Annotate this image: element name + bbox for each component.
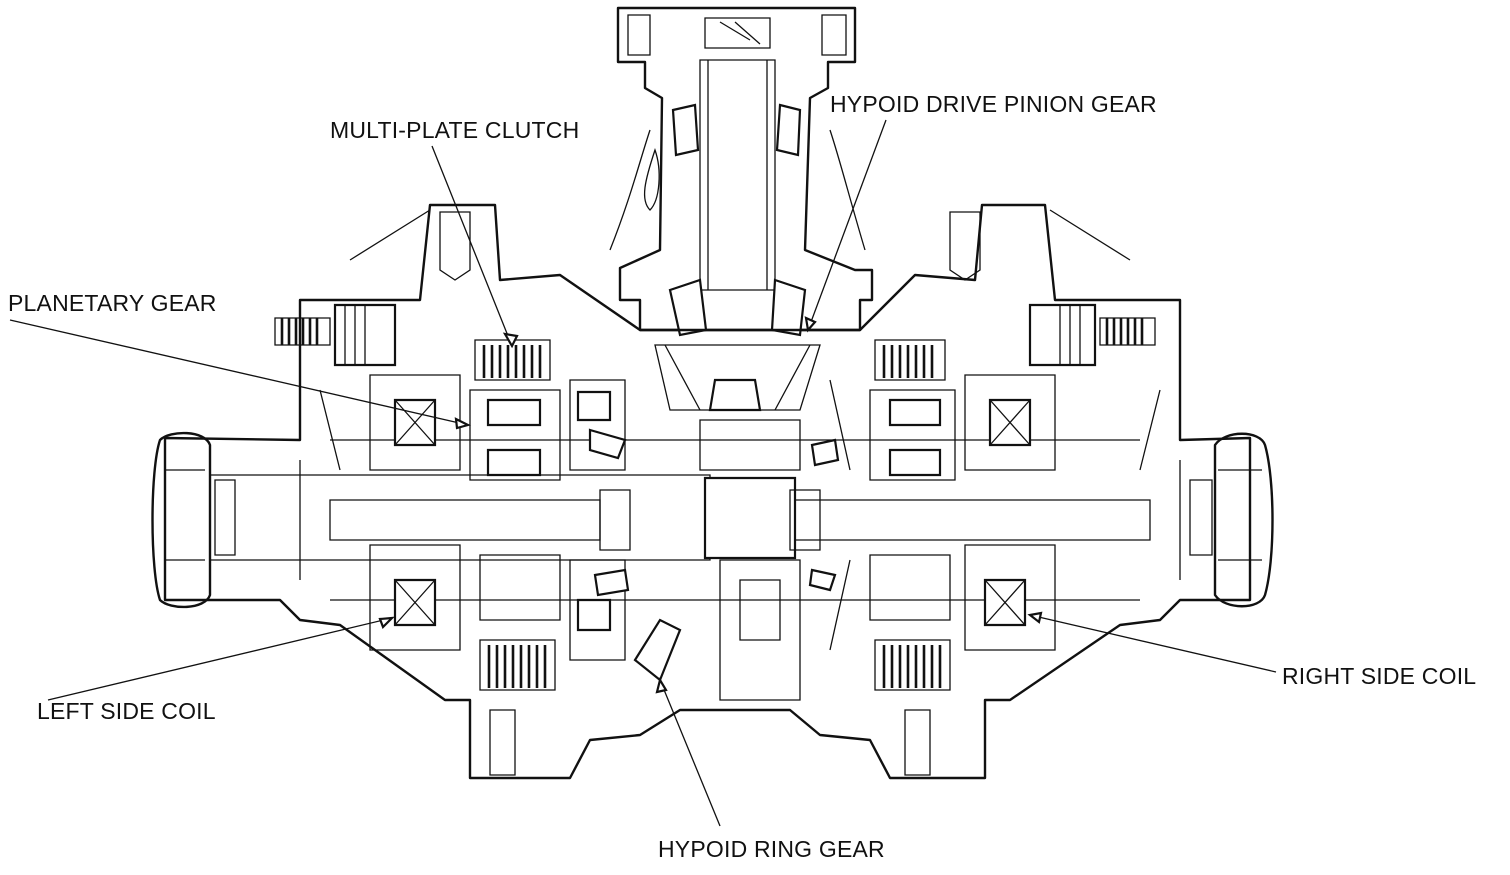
main-housing [163, 203, 1252, 780]
leader-multi-plate-clutch [431, 145, 513, 347]
clutch-packs [474, 339, 951, 691]
leader-left-side-coil [47, 617, 393, 701]
label-hypoid-ring-gear: HYPOID RING GEAR [658, 836, 885, 862]
leader-planetary-gear [9, 319, 469, 426]
label-multi-plate-clutch: MULTI-PLATE CLUTCH [330, 117, 580, 143]
label-planetary-gear: PLANETARY GEAR [8, 290, 217, 316]
label-right-side-coil: RIGHT SIDE COIL [1282, 663, 1477, 689]
ring-gear-area [569, 344, 851, 701]
label-left-side-coil: LEFT SIDE COIL [37, 698, 216, 724]
electrical-connectors [274, 303, 1156, 367]
label-hypoid-drive-pinion-gear: HYPOID DRIVE PINION GEAR [830, 91, 1157, 117]
leader-right-side-coil [1029, 614, 1277, 673]
planetary-gears [469, 389, 956, 621]
leader-lines [9, 119, 1277, 827]
leader-hypoid-ring-gear [659, 679, 721, 827]
axle-shafts [151, 431, 1274, 609]
coils [369, 374, 1056, 651]
leader-hypoid-drive-pinion [807, 119, 887, 331]
pinion-housing [609, 6, 874, 337]
